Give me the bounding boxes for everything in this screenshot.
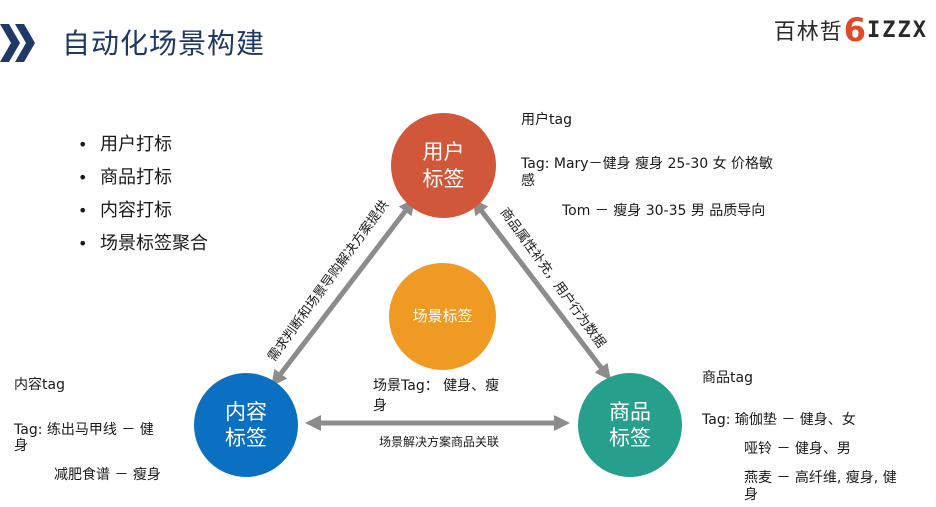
logo-latin-text: IZZX [867, 17, 928, 43]
scene-tag-node: 场景标签 [389, 263, 496, 370]
product-tag-line2: 哑铃 － 健身、男 [744, 441, 851, 457]
logo-chinese-text: 百林哲 [773, 20, 843, 45]
page-title: 自动化场景构建 [62, 27, 266, 60]
bullet-item: 用户打标 [78, 128, 208, 161]
brand-logo: 百林哲 6 IZZX [774, 10, 928, 50]
bullet-item: 商品打标 [78, 161, 208, 194]
chevron-decoration-icon [0, 24, 35, 62]
product-tag-line4: 身 [744, 487, 758, 503]
user-tag-node: 用户 标签 [391, 113, 496, 218]
content-tag-line2: 身 [14, 438, 28, 454]
user-node-line2: 标签 [422, 166, 465, 191]
content-tag-line3: 减肥食谱 － 瘦身 [54, 467, 161, 483]
product-node-line1: 商品 [609, 399, 651, 424]
scene-node-label: 场景标签 [412, 307, 473, 326]
content-tag-node: 内容 标签 [194, 373, 298, 477]
bullet-item: 场景标签聚合 [78, 227, 208, 260]
content-tag-heading: 内容tag [14, 377, 65, 393]
bullet-list: 用户打标 商品打标 内容打标 场景标签聚合 [78, 128, 208, 260]
logo-six-mark: 6 [843, 11, 867, 49]
content-tag-line1: Tag: 练出马甲线 － 健 [14, 422, 154, 438]
user-tag-line3: Tom － 瘦身 30-35 男 品质导向 [562, 203, 766, 219]
scene-tag-text-line1: 场景Tag： 健身、瘦 [373, 378, 500, 394]
product-tag-line3: 燕麦 － 高纤维, 瘦身, 健 [744, 470, 897, 486]
content-node-line1: 内容 [225, 399, 267, 424]
arrow-user-product [472, 198, 611, 381]
product-tag-node: 商品 标签 [578, 373, 682, 477]
product-node-line2: 标签 [609, 426, 651, 450]
user-tag-line1: Tag: Mary－健身 瘦身 25-30 女 价格敏 [521, 156, 774, 172]
product-tag-heading: 商品tag [702, 370, 753, 386]
user-node-line1: 用户 [422, 140, 465, 165]
product-tag-line1: Tag: 瑜伽垫 － 健身、女 [702, 412, 856, 428]
arrow-content-user [271, 198, 415, 387]
bullet-item: 内容打标 [78, 194, 208, 227]
user-tag-line2: 感 [521, 173, 535, 189]
scene-tag-text-line2: 身 [373, 398, 387, 414]
edge-label-content-product: 场景解决方案商品关联 [379, 435, 500, 449]
content-node-line2: 标签 [225, 426, 267, 450]
user-tag-heading: 用户tag [521, 112, 572, 128]
